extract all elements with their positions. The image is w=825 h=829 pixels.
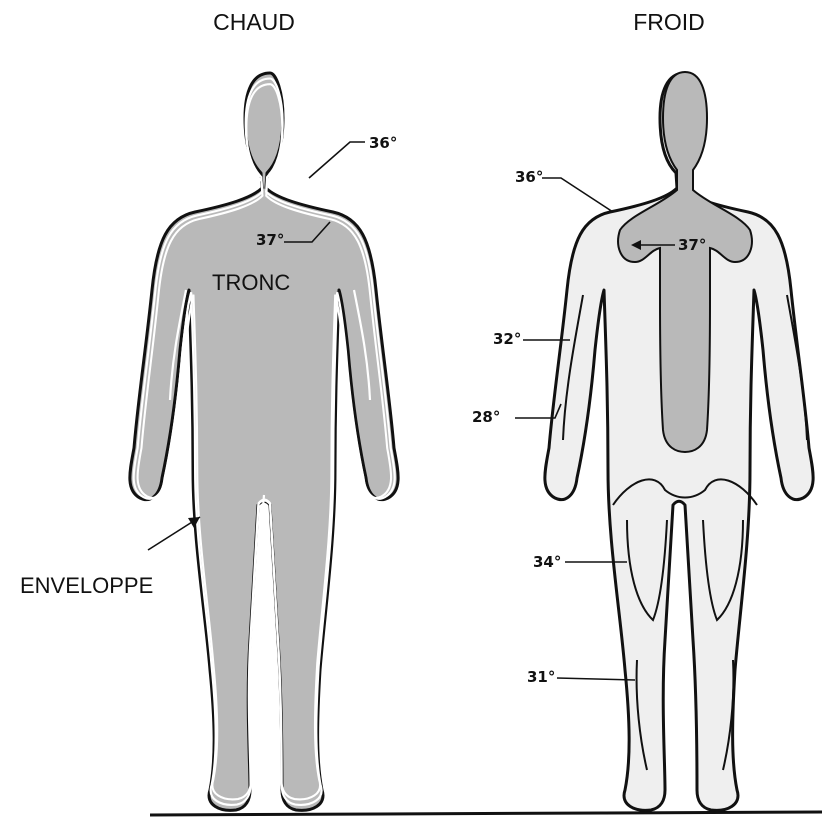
title-hot: CHAUD: [213, 9, 295, 35]
cold-28-label: 28°: [472, 408, 500, 426]
cold-31-label: 31°: [527, 668, 555, 686]
trunk-label: TRONC: [212, 270, 290, 295]
cold-34-label: 34°: [533, 553, 561, 571]
cold-36-leader: [542, 178, 613, 212]
hot-37-label: 37°: [256, 231, 284, 249]
hot-36-label: 36°: [369, 134, 397, 152]
hot-body-shell: [130, 73, 398, 810]
cold-figure: 36° 37° 32° 28° 34° 31°: [472, 72, 813, 810]
title-cold: FROID: [633, 9, 705, 35]
hot-36-leader: [309, 142, 365, 178]
cold-37-label: 37°: [678, 236, 706, 254]
cold-31-leader: [557, 678, 635, 680]
envelope-label: ENVELOPPE: [20, 573, 153, 598]
cold-32-label: 32°: [493, 330, 521, 348]
hot-figure: TRONC 36° 37° ENVELOPPE: [20, 73, 398, 810]
hot-leg-gap-line: [260, 495, 266, 805]
cold-36-label: 36°: [515, 168, 543, 186]
ground-line: [150, 812, 822, 815]
